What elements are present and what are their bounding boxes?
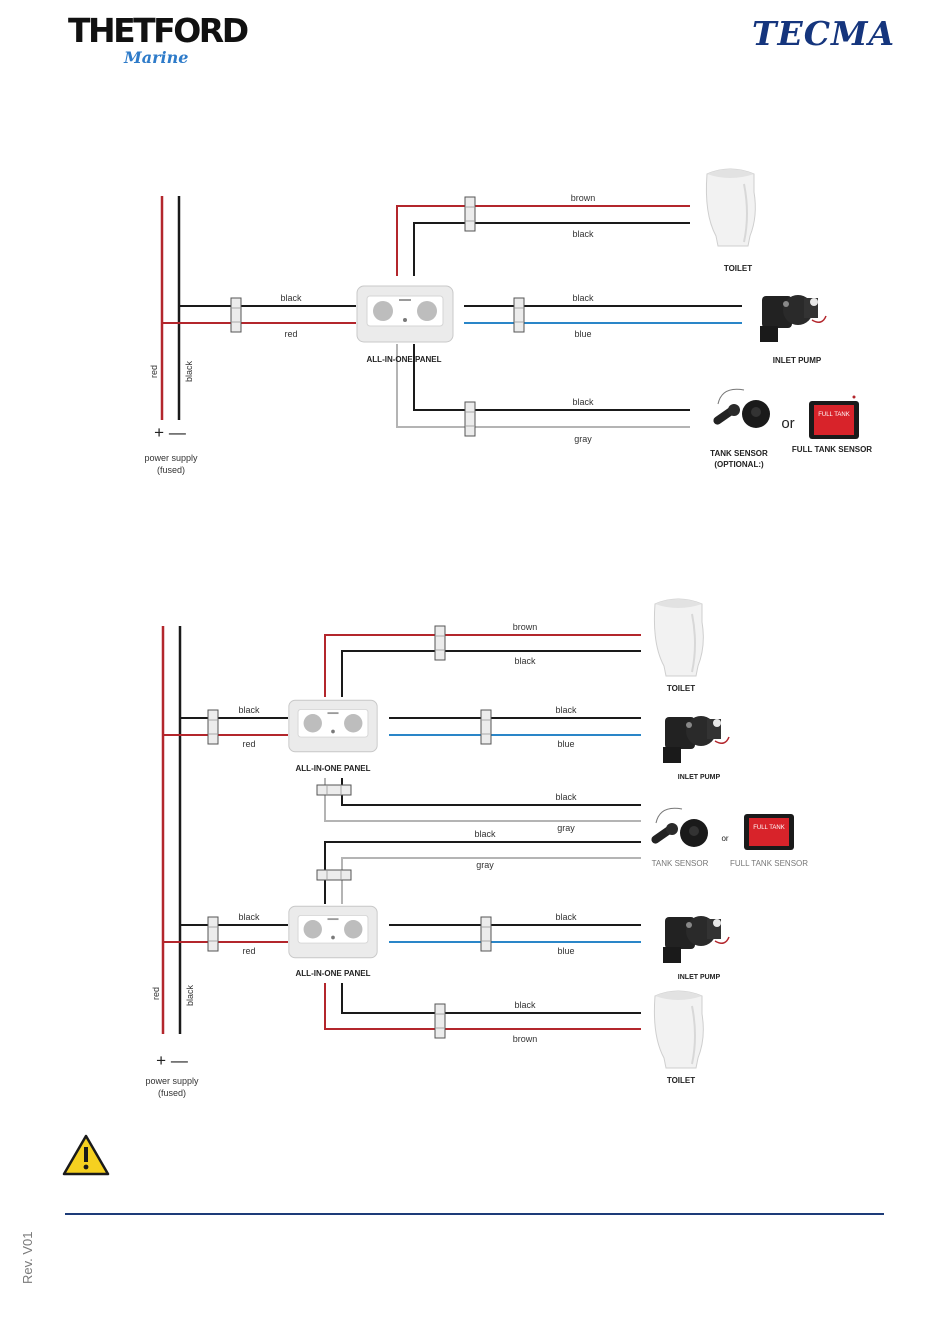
toilet-label: TOILET — [724, 264, 752, 273]
connector-icon — [434, 1003, 446, 1039]
pump-icon — [759, 294, 827, 343]
wire-black-toilet-bottom — [341, 983, 641, 1014]
label-black: black — [555, 705, 577, 715]
connector-icon — [434, 625, 446, 661]
tank-sensor-label: TANK SENSOR — [652, 859, 709, 868]
connector-icon — [207, 916, 219, 952]
or-label: or — [721, 834, 728, 843]
toilet-icon — [653, 990, 705, 1069]
wire-brown-toilet-bottom — [324, 983, 641, 1030]
full-tank-sensor-icon: FULL TANK — [809, 395, 859, 439]
connector-icon — [480, 916, 492, 952]
panel-label: ALL-IN-ONE PANEL — [367, 355, 442, 364]
full-tank-sensor-label: FULL TANK SENSOR — [730, 859, 808, 868]
power-supply-label: power supply — [144, 453, 198, 463]
tecma-logo: TECMA — [752, 14, 896, 53]
power-supply-label: power supply — [145, 1076, 199, 1086]
pump-icon — [662, 915, 730, 964]
label-red-vertical: red — [151, 987, 161, 1000]
label-red: red — [242, 739, 255, 749]
sensor-display-text: FULL TANK — [818, 412, 850, 418]
label-black: black — [474, 829, 496, 839]
marine-wordmark: Marine — [124, 48, 189, 67]
revision-label: Rev. V01 — [20, 1231, 35, 1284]
panel-icon — [288, 905, 378, 959]
warning-icon — [62, 1134, 110, 1176]
connector-icon — [207, 709, 219, 745]
wire-black-sensor-2 — [324, 841, 641, 904]
connector-icon — [316, 869, 352, 881]
sensor-display-text: FULL TANK — [753, 825, 785, 831]
pump-label: INLET PUMP — [678, 774, 721, 781]
power-supply-fused-label: (fused) — [157, 465, 185, 475]
wire-black-sensor — [413, 344, 690, 411]
label-black: black — [572, 229, 594, 239]
label-red: red — [242, 946, 255, 956]
toilet-label: TOILET — [667, 1076, 695, 1085]
polarity-symbols: + — — [154, 423, 186, 442]
wire-gray-sensor-1 — [324, 778, 641, 822]
panel-icon — [288, 699, 378, 753]
label-black: black — [572, 397, 594, 407]
label-blue: blue — [557, 739, 574, 749]
label-red-vertical: red — [149, 365, 159, 378]
diagram-1: FULL TANK brown black black red black bl… — [144, 168, 872, 475]
panel-label: ALL-IN-ONE PANEL — [296, 969, 371, 978]
label-blue: blue — [557, 946, 574, 956]
label-black-vertical: black — [184, 360, 194, 382]
pump-label: INLET PUMP — [678, 974, 721, 981]
label-black: black — [238, 705, 260, 715]
full-tank-sensor-label: FULL TANK SENSOR — [792, 445, 872, 454]
connector-icon — [316, 784, 352, 796]
label-gray: gray — [574, 434, 592, 444]
pump-label: INLET PUMP — [773, 356, 822, 365]
wire-gray-sensor — [396, 344, 690, 428]
label-black: black — [572, 293, 594, 303]
wire-black-toilet — [413, 222, 690, 276]
wire-black-sensor-1 — [341, 778, 641, 806]
tank-sensor-icon — [711, 388, 771, 429]
toilet-icon — [653, 598, 705, 677]
thetford-wordmark: THETFORD — [68, 11, 249, 50]
toilet-icon — [705, 168, 757, 247]
connector-icon — [230, 297, 242, 333]
label-black: black — [555, 792, 577, 802]
connector-icon — [464, 401, 476, 437]
connector-icon — [464, 196, 476, 232]
label-black: black — [280, 293, 302, 303]
label-black: black — [238, 912, 260, 922]
tank-sensor-icon — [649, 807, 709, 848]
connector-icon — [513, 297, 525, 333]
tank-sensor-label: TANK SENSOR — [710, 449, 768, 458]
label-gray: gray — [476, 860, 494, 870]
label-black: black — [555, 912, 577, 922]
tank-sensor-optional-label: (OPTIONAL:) — [714, 460, 764, 469]
power-supply-fused-label: (fused) — [158, 1088, 186, 1098]
label-black-vertical: black — [185, 984, 195, 1006]
connector-icon — [480, 709, 492, 745]
label-blue: blue — [574, 329, 591, 339]
panel-icon — [356, 285, 454, 343]
wire-black-toilet-top — [341, 650, 641, 697]
toilet-label: TOILET — [667, 684, 695, 693]
label-red: red — [284, 329, 297, 339]
polarity-symbols: + — — [156, 1051, 188, 1070]
wire-gray-sensor-2 — [341, 857, 641, 904]
wire-brown-toilet — [396, 205, 690, 276]
diagram-2: FULL TANK brown black black red black bl… — [145, 598, 808, 1098]
thetford-marine-logo: THETFORD Marine — [68, 11, 249, 68]
panel-label: ALL-IN-ONE PANEL — [296, 764, 371, 773]
label-brown: brown — [513, 1034, 538, 1044]
or-label: or — [781, 415, 794, 432]
label-brown: brown — [571, 193, 596, 203]
full-tank-sensor-icon: FULL TANK — [744, 814, 794, 850]
pump-icon — [662, 715, 730, 764]
label-black: black — [514, 1000, 536, 1010]
label-brown: brown — [513, 622, 538, 632]
label-gray: gray — [557, 823, 575, 833]
wire-brown-toilet-top — [324, 634, 641, 697]
label-black: black — [514, 656, 536, 666]
